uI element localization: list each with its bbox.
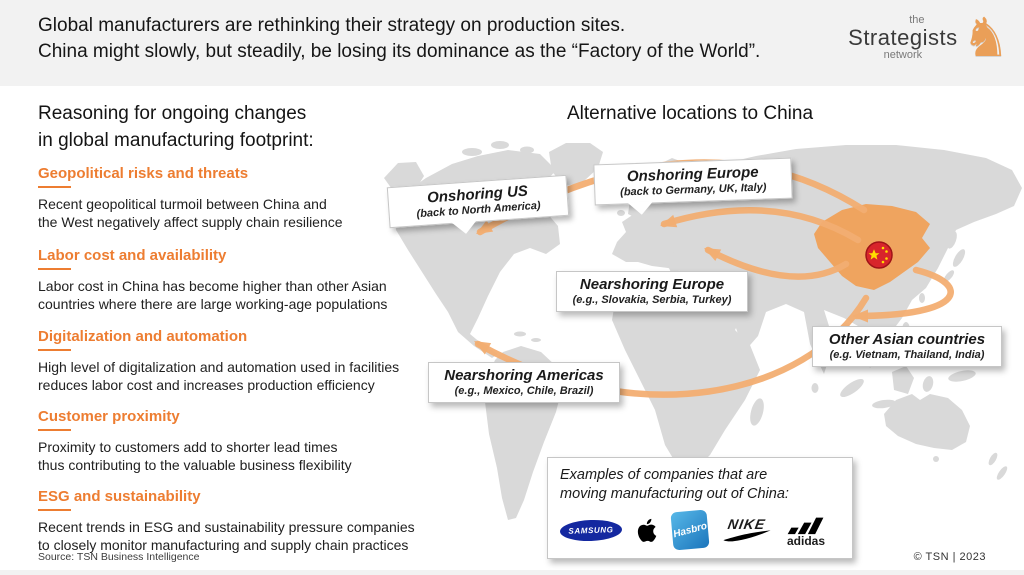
nike-logo: NIKE	[721, 515, 773, 543]
nike-swoosh-icon	[723, 529, 771, 541]
apple-logo-icon	[635, 516, 659, 544]
section-title: Geopolitical risks and threats	[38, 165, 249, 182]
callout-subtitle: (e.g., Mexico, Chile, Brazil)	[454, 385, 594, 397]
section-body-line: to closely monitor manufacturing and sup…	[38, 537, 409, 553]
slide-title-line1: Global manufacturers are rethinking thei…	[38, 15, 626, 36]
section-title: Customer proximity	[38, 408, 180, 425]
section-body-line: reduces labor cost and increases product…	[38, 377, 375, 393]
accent-underline	[38, 349, 71, 351]
section-body-line: thus contributing to the valuable busine…	[38, 457, 352, 473]
china-flag-icon	[865, 241, 893, 269]
section-body-line: Proximity to customers add to shorter le…	[38, 439, 338, 455]
left-panel-heading: Reasoning for ongoing changes in global …	[38, 100, 314, 154]
logo-word-strategists: Strategists	[848, 25, 958, 50]
hasbro-wordmark: Hasbro	[671, 520, 709, 540]
section-title: Digitalization and automation	[38, 328, 248, 345]
section-body-line: High level of digitalization and automat…	[38, 359, 400, 375]
section-customer-proximity: Customer proximity Proximity to customer…	[38, 408, 438, 474]
arrow-to-turkey	[704, 246, 850, 280]
left-heading-line2: in global manufacturing footprint:	[38, 130, 314, 151]
section-labor-cost: Labor cost and availability Labor cost i…	[38, 247, 438, 313]
callout-title: Other Asian countries	[828, 331, 986, 348]
section-body-line: countries where there are large working-…	[38, 296, 388, 312]
callout-nearshoring-americas: Nearshoring Americas (e.g., Mexico, Chil…	[428, 362, 620, 403]
chess-knight-icon: ♞	[961, 6, 1010, 69]
bottom-strip	[0, 570, 1024, 575]
section-body-line: Recent trends in ESG and sustainability …	[38, 519, 415, 535]
companies-box: Examples of companies that are moving ma…	[547, 457, 853, 559]
callout-onshoring-europe: Onshoring Europe (back to Germany, UK, I…	[593, 157, 793, 206]
callout-other-asian-countries: Other Asian countries (e.g. Vietnam, Tha…	[812, 326, 1002, 367]
slide-title-line2: China might slowly, but steadily, be los…	[38, 41, 761, 62]
section-body-line: the West negatively affect supply chain …	[38, 214, 343, 230]
section-esg: ESG and sustainability Recent trends in …	[38, 488, 438, 554]
accent-underline	[38, 186, 71, 188]
arrow-to-europe	[660, 206, 862, 244]
logo-word-network: network	[883, 49, 923, 61]
slide-title: Global manufacturers are rethinking thei…	[38, 13, 760, 65]
logo-wordmark: the Strategists network	[848, 15, 957, 61]
left-heading-line1: Reasoning for ongoing changes	[38, 103, 307, 124]
callout-nearshoring-europe: Nearshoring Europe (e.g., Slovakia, Serb…	[556, 271, 748, 312]
section-body-line: Recent geopolitical turmoil between Chin…	[38, 196, 327, 212]
callout-subtitle: (e.g. Vietnam, Thailand, India)	[829, 349, 985, 361]
header-band: Global manufacturers are rethinking thei…	[0, 0, 1024, 86]
section-title: ESG and sustainability	[38, 488, 201, 505]
strategists-network-logo: the Strategists network ♞	[848, 8, 1010, 68]
hasbro-logo: Hasbro	[670, 509, 710, 551]
section-geopolitical: Geopolitical risks and threats Recent ge…	[38, 165, 438, 231]
adidas-logo: adidas	[786, 513, 826, 547]
adidas-wordmark: adidas	[786, 534, 825, 548]
companies-intro-line1: Examples of companies that are	[560, 467, 768, 483]
accent-underline	[38, 268, 71, 270]
callout-subtitle: (e.g., Slovakia, Serbia, Turkey)	[572, 294, 732, 306]
source-note: Source: TSN Business Intelligence	[38, 551, 200, 563]
callout-title: Nearshoring Americas	[444, 367, 604, 384]
nike-wordmark: NIKE	[726, 515, 768, 532]
company-logos-row: SAMSUNG Hasbro NIKE	[559, 509, 842, 551]
section-body-line: Labor cost in China has become higher th…	[38, 278, 387, 294]
arrow-to-se-asia	[852, 266, 954, 320]
arrow-heads	[474, 214, 868, 355]
map-panel-heading: Alternative locations to China	[566, 103, 814, 124]
samsung-wordmark: SAMSUNG	[568, 524, 614, 536]
companies-intro-line2: moving manufacturing out of China:	[560, 486, 789, 502]
copyright-note: © TSN | 2023	[913, 551, 986, 563]
logo-word-the: the	[909, 14, 925, 26]
samsung-logo: SAMSUNG	[559, 518, 623, 542]
callout-title: Nearshoring Europe	[579, 276, 725, 293]
section-digitalization: Digitalization and automation High level…	[38, 328, 438, 394]
adidas-three-stripes-icon	[787, 517, 824, 535]
section-title: Labor cost and availability	[38, 247, 227, 264]
accent-underline	[38, 509, 71, 511]
accent-underline	[38, 429, 71, 431]
